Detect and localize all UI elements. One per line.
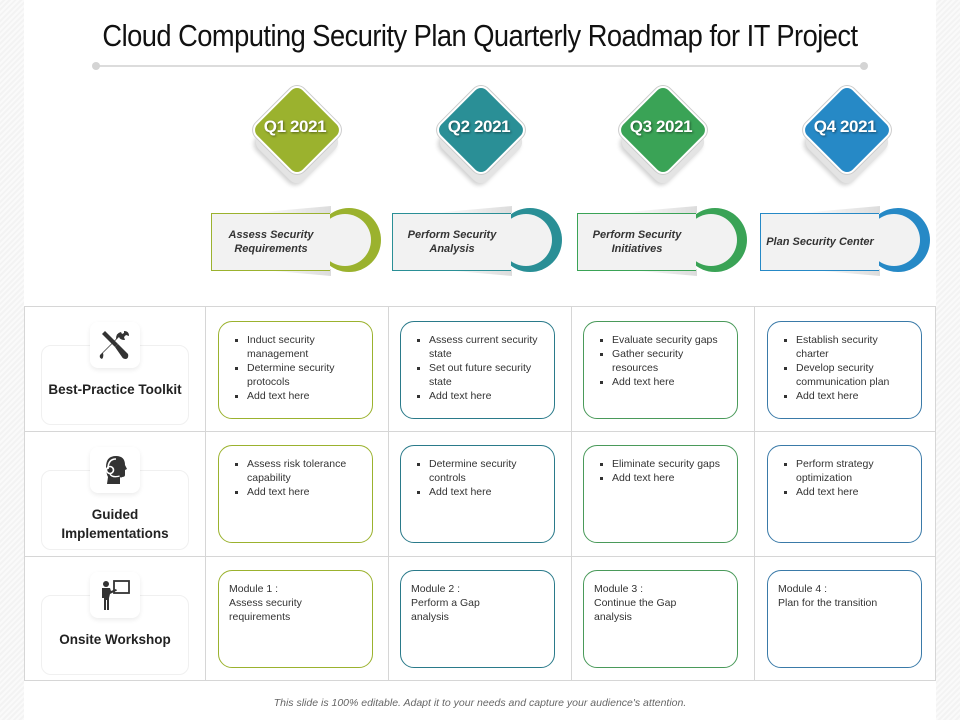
stage-label: Assess Security Requirements xyxy=(228,229,314,255)
bullet-item: Add text here xyxy=(612,471,729,485)
cell-toolkit-q3: Evaluate security gaps Gather security r… xyxy=(583,321,738,419)
icon-tile xyxy=(90,572,140,618)
title-divider xyxy=(96,65,864,67)
icon-tile xyxy=(90,447,140,493)
bullet-item: Add text here xyxy=(247,485,364,499)
row-divider xyxy=(25,556,935,557)
stage-label: Plan Security Center xyxy=(766,236,874,248)
quarter-badge-q1: Q1 2021 xyxy=(245,81,346,188)
bullet-item: Add text here xyxy=(429,485,546,499)
module-text: Module 3 : Continue the Gap analysis xyxy=(594,583,677,623)
page-title: Cloud Computing Security Plan Quarterly … xyxy=(102,18,858,53)
cell-toolkit-q1: Induct security management Determine sec… xyxy=(218,321,373,419)
bullet-item: Assess current security state xyxy=(429,333,546,361)
cell-workshop-q3: Module 3 : Continue the Gap analysis xyxy=(583,570,738,668)
bullet-list: Assess current security state Set out fu… xyxy=(411,333,546,403)
title-divider-dot-right xyxy=(860,62,868,70)
bullet-item: Gather security resources xyxy=(612,347,729,375)
stage-wedge-bottom xyxy=(432,269,512,276)
stage-box: Perform Security Analysis xyxy=(392,213,511,271)
presenter-icon xyxy=(102,580,130,610)
quarter-label: Q4 2021 xyxy=(813,117,877,136)
quarter-label: Q1 2021 xyxy=(263,117,327,136)
cell-guided-q3: Eliminate security gaps Add text here xyxy=(583,445,738,543)
right-edge-pattern xyxy=(936,0,960,720)
cell-workshop-q2: Module 2 : Perform a Gap analysis xyxy=(400,570,555,668)
stage-label: Perform Security Analysis xyxy=(407,229,497,255)
quarter-badge-q2: Q2 2021 xyxy=(429,81,530,188)
bullet-list: Eliminate security gaps Add text here xyxy=(594,457,729,485)
cell-toolkit-q4: Establish security charter Develop secur… xyxy=(767,321,922,419)
bullet-item: Develop security communication plan xyxy=(796,361,913,389)
left-edge-pattern xyxy=(0,0,24,720)
quarter-badge-q3: Q3 2021 xyxy=(611,81,712,188)
row-divider xyxy=(25,431,935,432)
bullet-item: Add text here xyxy=(612,375,729,389)
bullet-item: Add text here xyxy=(796,485,913,499)
footer-note: This slide is 100% editable. Adapt it to… xyxy=(273,697,687,709)
quarter-label: Q2 2021 xyxy=(447,117,511,136)
cell-toolkit-q2: Assess current security state Set out fu… xyxy=(400,321,555,419)
bullet-item: Evaluate security gaps xyxy=(612,333,729,347)
bullet-item: Add text here xyxy=(429,389,546,403)
module-text: Module 1 : Assess security requirements xyxy=(229,583,302,623)
module-text: Module 4 : Plan for the transition xyxy=(778,583,878,609)
stage-wedge-bottom xyxy=(800,269,880,276)
bullet-item: Determine security protocols xyxy=(247,361,364,389)
row-header-guided-implementations: Guided Implementations xyxy=(41,447,189,550)
cell-guided-q2: Determine security controls Add text her… xyxy=(400,445,555,543)
bullet-item: Set out future security state xyxy=(429,361,546,389)
bullet-item: Perform strategy optimization xyxy=(796,457,913,485)
stage-q4: Plan Security Center xyxy=(760,206,930,276)
column-divider xyxy=(388,307,389,680)
bullet-list: Induct security management Determine sec… xyxy=(229,333,364,403)
stage-label: Perform Security Initiatives xyxy=(592,229,682,255)
bullet-item: Induct security management xyxy=(247,333,364,361)
bullet-list: Establish security charter Develop secur… xyxy=(778,333,913,403)
stage-wedge-top xyxy=(432,206,512,213)
row-header-best-practice-toolkit: Best-Practice Toolkit xyxy=(41,322,189,425)
cell-guided-q1: Assess risk tolerance capability Add tex… xyxy=(218,445,373,543)
title-divider-dot-left xyxy=(92,62,100,70)
bullet-list: Assess risk tolerance capability Add tex… xyxy=(229,457,364,499)
stage-wedge-bottom xyxy=(617,269,697,276)
bullet-item: Add text here xyxy=(247,389,364,403)
bullet-list: Perform strategy optimization Add text h… xyxy=(778,457,913,499)
cell-workshop-q1: Module 1 : Assess security requirements xyxy=(218,570,373,668)
column-divider xyxy=(754,307,755,680)
bullet-list: Evaluate security gaps Gather security r… xyxy=(594,333,729,389)
support-agent-icon xyxy=(105,456,127,484)
bullet-item: Add text here xyxy=(796,389,913,403)
quarter-badge-q4: Q4 2021 xyxy=(795,81,896,188)
bullet-item: Assess risk tolerance capability xyxy=(247,457,364,485)
stage-q3: Perform Security Initiatives xyxy=(577,206,747,276)
stage-box: Perform Security Initiatives xyxy=(577,213,696,271)
row-header-onsite-workshop: Onsite Workshop xyxy=(41,572,189,675)
icon-tile xyxy=(90,322,140,368)
row-label: Guided Implementations xyxy=(61,507,169,541)
column-divider xyxy=(571,307,572,680)
bullet-item: Establish security charter xyxy=(796,333,913,361)
module-text: Module 2 : Perform a Gap analysis xyxy=(411,583,480,623)
bullet-item: Eliminate security gaps xyxy=(612,457,729,471)
stage-wedge-top xyxy=(800,206,880,213)
bullet-item: Determine security controls xyxy=(429,457,546,485)
stage-q1: Assess Security Requirements xyxy=(211,206,381,276)
row-label: Onsite Workshop xyxy=(59,632,171,647)
stage-wedge-top xyxy=(251,206,331,213)
cell-workshop-q4: Module 4 : Plan for the transition xyxy=(767,570,922,668)
stage-box: Assess Security Requirements xyxy=(211,213,330,271)
roadmap-table: Best-Practice Toolkit Induct security ma… xyxy=(24,306,936,681)
tools-icon xyxy=(99,331,129,359)
stage-q2: Perform Security Analysis xyxy=(392,206,562,276)
stage-box: Plan Security Center xyxy=(760,213,879,271)
cell-guided-q4: Perform strategy optimization Add text h… xyxy=(767,445,922,543)
stage-wedge-top xyxy=(617,206,697,213)
row-label: Best-Practice Toolkit xyxy=(48,382,182,397)
bullet-list: Determine security controls Add text her… xyxy=(411,457,546,499)
column-divider xyxy=(205,307,206,680)
stage-wedge-bottom xyxy=(251,269,331,276)
quarter-label: Q3 2021 xyxy=(629,117,693,136)
